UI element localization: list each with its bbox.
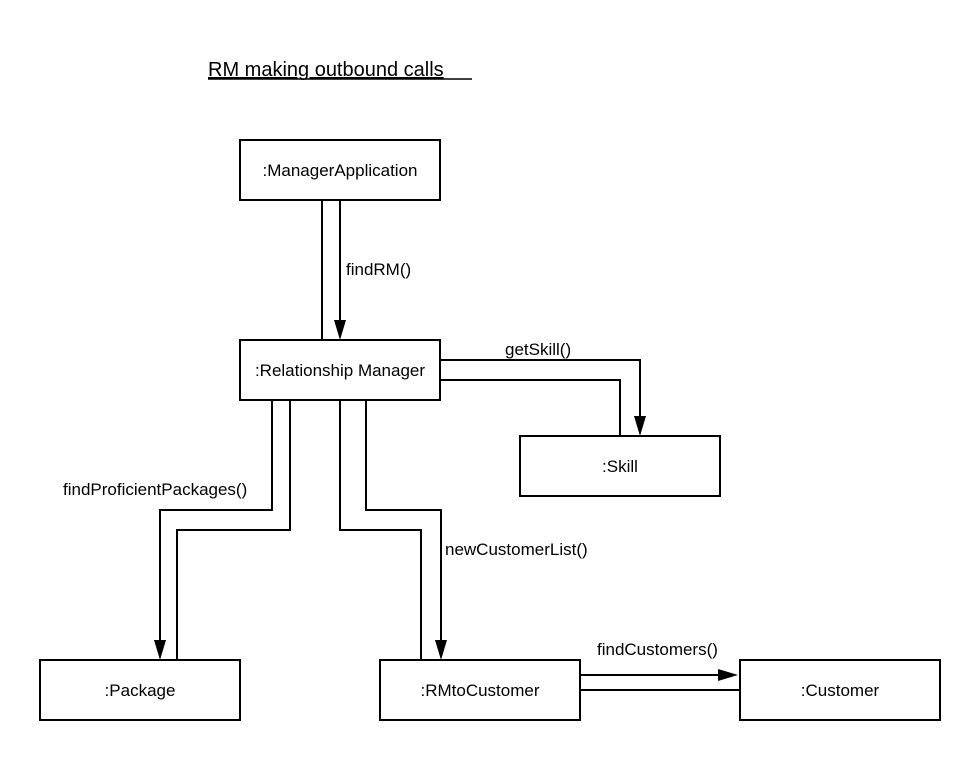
object-package-label: :Package xyxy=(105,681,176,700)
findproficientpackages-arrowhead xyxy=(154,640,166,660)
object-skill-label: :Skill xyxy=(602,457,638,476)
diagram-title: RM making outbound calls xyxy=(208,59,444,81)
message-find-proficient-packages: findProficientPackages() xyxy=(63,480,247,499)
newcustomerlist-arrow-line xyxy=(365,400,442,642)
link-rm-skill xyxy=(440,379,621,436)
link-rm-rmtocustomer xyxy=(339,400,422,660)
object-manager-application[interactable]: :ManagerApplication xyxy=(239,139,441,201)
object-rm-to-customer[interactable]: :RMtoCustomer xyxy=(379,659,581,721)
message-new-customer-list: newCustomerList() xyxy=(445,540,588,559)
getskill-arrowhead xyxy=(634,416,646,436)
object-manager-application-label: :ManagerApplication xyxy=(263,161,418,180)
object-customer[interactable]: :Customer xyxy=(739,659,941,721)
newcustomerlist-arrowhead xyxy=(435,640,447,660)
object-skill[interactable]: :Skill xyxy=(519,435,721,497)
getskill-arrow-line xyxy=(440,359,641,418)
object-package[interactable]: :Package xyxy=(39,659,241,721)
message-find-rm: findRM() xyxy=(346,260,411,279)
message-find-customers: findCustomers() xyxy=(597,640,718,659)
findproficientpackages-arrow-line xyxy=(159,400,273,642)
findrm-arrowhead xyxy=(334,320,346,340)
object-relationship-manager-label: :Relationship Manager xyxy=(255,361,425,380)
message-get-skill: getSkill() xyxy=(505,340,571,359)
object-customer-label: :Customer xyxy=(801,681,880,700)
object-relationship-manager[interactable]: :Relationship Manager xyxy=(239,339,441,401)
link-rm-package xyxy=(176,400,291,660)
findcustomers-arrowhead xyxy=(718,669,738,681)
object-rm-to-customer-label: :RMtoCustomer xyxy=(420,681,539,700)
